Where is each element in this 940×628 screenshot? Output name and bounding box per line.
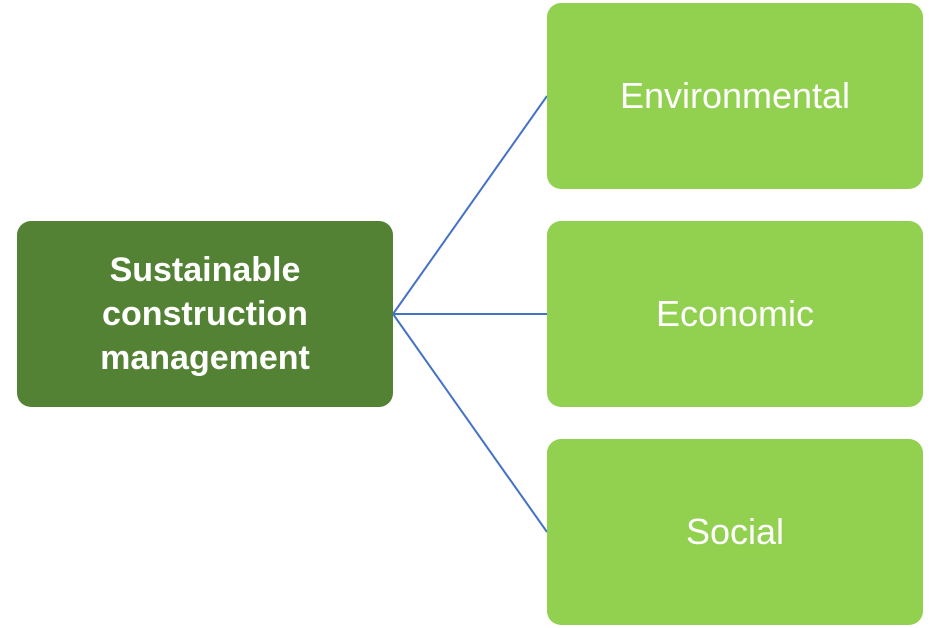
child-node-label-environmental: Environmental (619, 75, 851, 116)
connector-environmental (392, 95, 548, 315)
root-node-sustainable-construction-management: Sustainable construction management (17, 221, 393, 407)
child-node-social: Social (547, 439, 923, 625)
connector-social (392, 313, 548, 533)
child-node-label-economic: Economic (655, 293, 815, 334)
root-node-label: Sustainable construction management (100, 251, 310, 377)
child-node-economic: Economic (547, 221, 923, 407)
child-node-environmental: Environmental (547, 3, 923, 189)
child-node-label-social: Social (685, 511, 785, 552)
